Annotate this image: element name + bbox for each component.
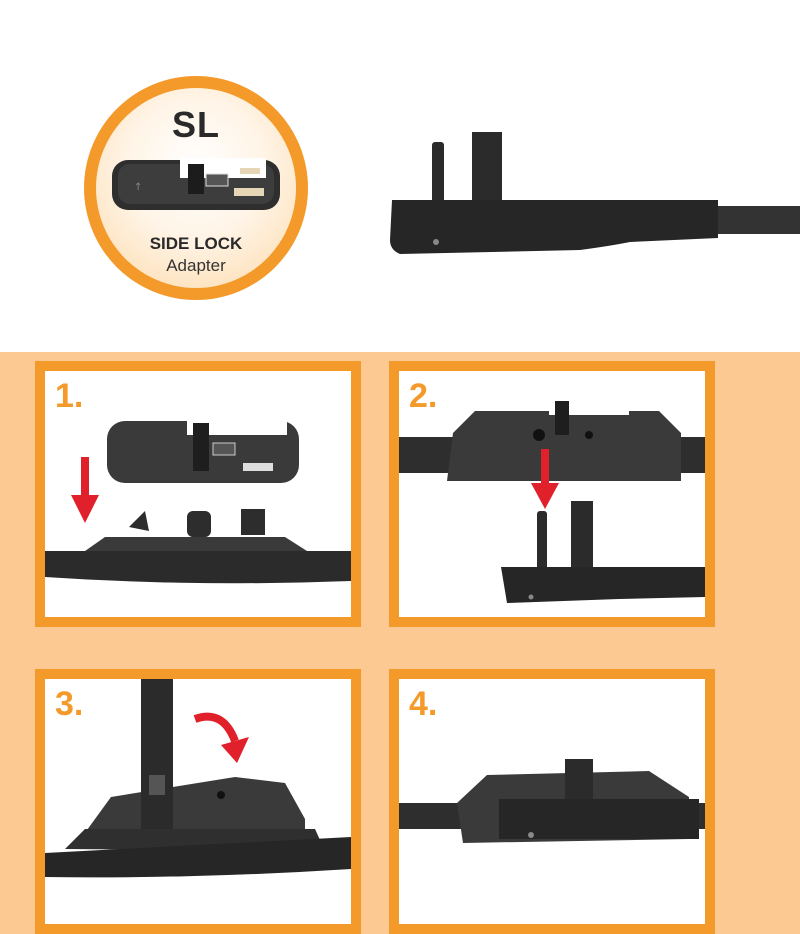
adapter-title: SIDE LOCK bbox=[149, 234, 243, 253]
wiper-arm-icon bbox=[390, 132, 800, 254]
step-3-illustration bbox=[45, 679, 351, 878]
step-2-panel: 2. bbox=[389, 361, 715, 627]
step-3-panel: 3. bbox=[35, 669, 361, 934]
step-1-number: 1. bbox=[55, 377, 84, 415]
adapter-code: SL bbox=[171, 104, 220, 145]
step-2-number: 2. bbox=[409, 377, 438, 415]
step-1-illustration bbox=[45, 415, 351, 584]
step-2-illustration bbox=[399, 397, 705, 603]
step-4-panel: 4. bbox=[389, 669, 715, 934]
adapter-photo-icon: ↑ bbox=[112, 158, 280, 210]
step-3-number: 3. bbox=[55, 685, 84, 723]
step-1-panel: 1. bbox=[35, 361, 361, 627]
svg-text:↑: ↑ bbox=[134, 182, 142, 193]
step-4-illustration bbox=[399, 759, 705, 843]
adapter-subtitle: Adapter bbox=[166, 256, 226, 275]
step-4-number: 4. bbox=[409, 685, 438, 723]
